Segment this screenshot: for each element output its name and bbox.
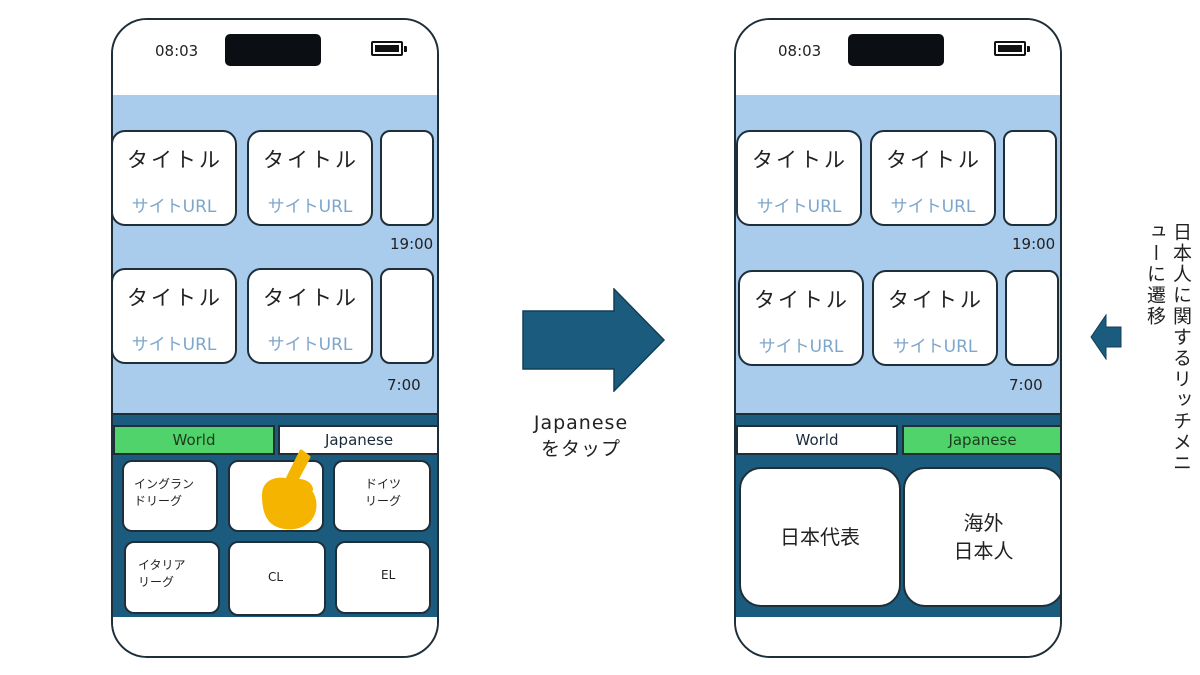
content-card[interactable]: タイトル サイトURL (872, 270, 998, 366)
tab-world[interactable]: World (736, 425, 898, 455)
card-title: タイトル (888, 288, 984, 312)
card-title: タイトル (263, 148, 359, 172)
content-card[interactable]: タイトル サイトURL (113, 268, 237, 364)
tap-caption: Japanese をタップ (533, 412, 629, 460)
league-button-el[interactable]: EL (335, 541, 431, 614)
league-button-italy[interactable]: イタリア リーグ (124, 541, 220, 614)
content-card-partial[interactable] (1005, 270, 1059, 366)
dynamic-island (225, 34, 321, 66)
status-bar: 08:03 (736, 20, 1060, 97)
league-label: EL (381, 568, 396, 582)
league-label: イタリア リーグ (138, 558, 186, 589)
league-label: CL (268, 570, 284, 584)
card-url[interactable]: サイトURL (131, 197, 217, 217)
status-bar: 08:03 (113, 20, 437, 97)
card-url[interactable]: サイトURL (131, 335, 217, 355)
content-card[interactable]: タイトル サイトURL (736, 130, 862, 226)
dynamic-island (848, 34, 944, 66)
tab-japanese[interactable]: Japanese (902, 425, 1060, 455)
left-phone: 08:03 タイトル サイトURL タイトル サイトURL 19:00 タイトル… (111, 18, 439, 658)
left-arrow-icon (1090, 314, 1122, 360)
tab-japanese[interactable]: Japanese (278, 425, 437, 455)
league-label: ドイツ リーグ (365, 477, 402, 508)
time-label: 19:00 (390, 235, 434, 253)
card-url[interactable]: サイトURL (758, 337, 844, 357)
card-url[interactable]: サイトURL (890, 197, 976, 217)
card-url[interactable]: サイトURL (756, 197, 842, 217)
league-button-england[interactable]: イングラン ドリーグ (122, 460, 218, 532)
content-card[interactable]: タイトル サイトURL (247, 130, 373, 226)
league-button-cl[interactable]: CL (228, 541, 326, 616)
card-url[interactable]: サイトURL (892, 337, 978, 357)
card-url[interactable]: サイトURL (267, 197, 353, 217)
content-feed: タイトル サイトURL タイトル サイトURL 19:00 タイトル サイトUR… (113, 95, 437, 415)
time-label: 7:00 (1009, 376, 1043, 394)
time-label: 7:00 (387, 376, 421, 394)
content-card-partial[interactable] (1003, 130, 1057, 226)
home-indicator-area (113, 617, 437, 656)
card-title: タイトル (752, 148, 848, 172)
card-title: タイトル (127, 148, 223, 172)
content-card[interactable]: タイトル サイトURL (247, 268, 373, 364)
transition-note: 日本人に関するリッチメニューに遷移 (1144, 222, 1192, 474)
card-title: タイトル (263, 286, 359, 310)
home-indicator-area (736, 617, 1060, 656)
card-title: タイトル (127, 286, 223, 310)
clock: 08:03 (778, 42, 822, 60)
card-url[interactable]: サイトURL (267, 335, 353, 355)
overseas-japanese-button[interactable]: 海外 日本人 (903, 467, 1060, 607)
content-card-partial[interactable] (380, 268, 434, 364)
card-title: タイトル (754, 288, 850, 312)
japan-national-team-button[interactable]: 日本代表 (739, 467, 901, 607)
content-card-partial[interactable] (380, 130, 434, 226)
content-feed: タイトル サイトURL タイトル サイトURL 19:00 タイトル サイトUR… (736, 95, 1060, 415)
right-phone: 08:03 タイトル サイトURL タイトル サイトURL 19:00 タイトル… (734, 18, 1062, 658)
card-title: タイトル (886, 148, 982, 172)
content-card[interactable]: タイトル サイトURL (738, 270, 864, 366)
battery-full-icon (371, 41, 407, 56)
tab-world[interactable]: World (113, 425, 275, 455)
time-label: 19:00 (1012, 235, 1056, 253)
content-card[interactable]: タイトル サイトURL (870, 130, 996, 226)
league-button-germany[interactable]: ドイツ リーグ (333, 460, 431, 532)
content-card[interactable]: タイトル サイトURL (113, 130, 237, 226)
league-label: イングラン ドリーグ (134, 477, 195, 508)
clock: 08:03 (155, 42, 199, 60)
right-arrow-icon (522, 288, 666, 392)
rich-menu: World Japanese 日本代表 海外 日本人 (736, 415, 1060, 619)
battery-full-icon (994, 41, 1030, 56)
pointing-hand-icon (262, 449, 317, 530)
